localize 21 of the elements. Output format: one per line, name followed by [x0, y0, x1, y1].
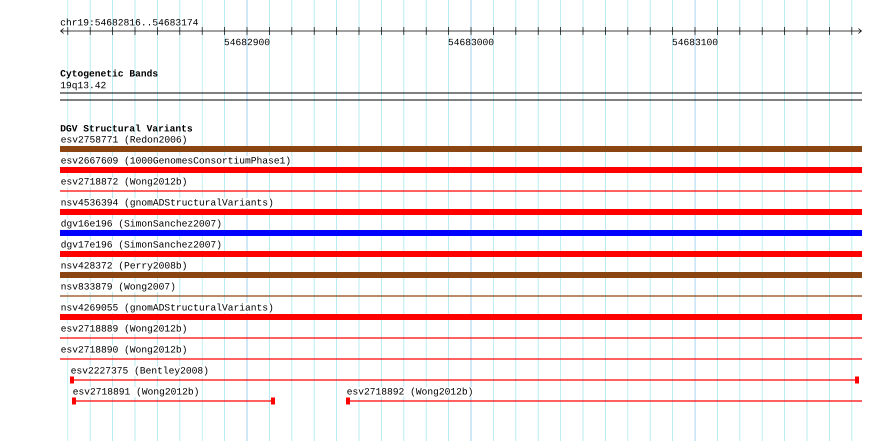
track-title: Cytogenetic Bands — [60, 70, 158, 78]
variant-label: esv2718889 (Wong2012b) — [60, 324, 188, 334]
variant-label: esv2758771 (Redon2006) — [60, 135, 188, 145]
variant-label: nsv4536394 (gnomADStructuralVariants) — [60, 198, 274, 208]
tick-label: 54683000 — [448, 38, 494, 46]
track-title: DGV Structural Variants — [60, 124, 192, 132]
variant-label: nsv428372 (Perry2008b) — [60, 261, 188, 271]
variant-label: esv2667609 (1000GenomesConsortiumPhase1) — [60, 156, 292, 166]
variant-label: dgv17e196 (SimonSanchez2007) — [60, 240, 222, 250]
variant-label: esv2718872 (Wong2012b) — [60, 177, 188, 187]
variant-label: esv2227375 (Bentley2008) — [70, 366, 210, 376]
band-label: 19q13.42 — [60, 82, 106, 90]
variant-label: nsv4269055 (gnomADStructuralVariants) — [60, 303, 274, 313]
variant-label: esv2718892 (Wong2012b) — [346, 387, 474, 397]
variant-label: nsv833879 (Wong2007) — [60, 282, 176, 292]
tick-label: 54682900 — [224, 38, 270, 46]
tick-label: 54683100 — [672, 38, 718, 46]
variant-label: esv2718891 (Wong2012b) — [72, 387, 200, 397]
variant-label: dgv16e196 (SimonSanchez2007) — [60, 219, 222, 229]
position-label: chr19:54682816..54683174 — [60, 18, 198, 26]
variant-label: esv2718890 (Wong2012b) — [60, 345, 188, 355]
